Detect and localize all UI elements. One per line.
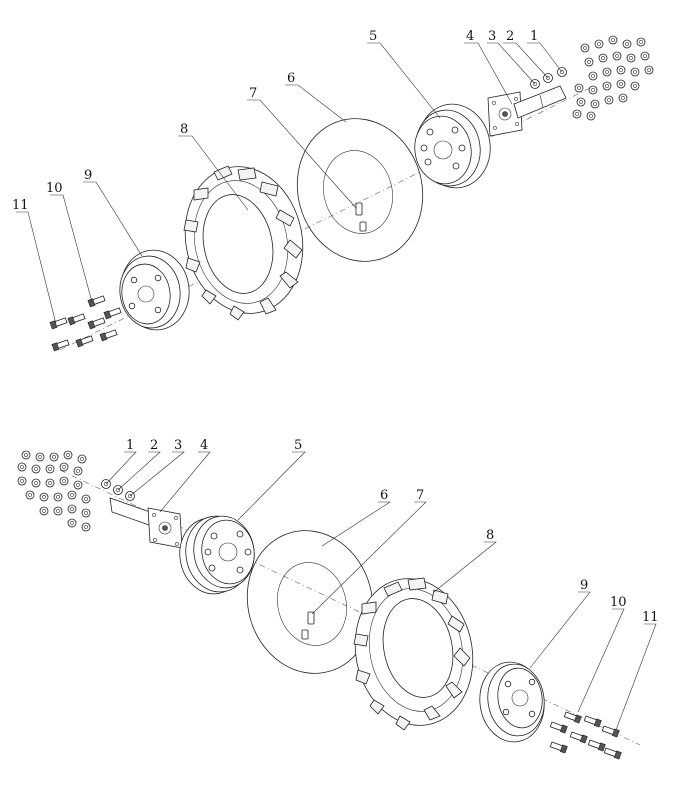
bottom-nut-array — [17, 450, 135, 532]
top-callout-11: 11 — [12, 198, 29, 213]
bottom-callout-5: 5 — [294, 438, 302, 453]
bottom-callout-1: 1 — [126, 438, 134, 453]
top-axis-line — [59, 87, 591, 351]
bottom-callout-6: 6 — [380, 488, 388, 503]
top-callout-9: 9 — [84, 168, 92, 183]
bottom-callout-7: 7 — [416, 488, 424, 503]
bottom-callout-8: 8 — [486, 528, 494, 543]
top-hub-flange — [487, 85, 567, 137]
bottom-callout-10: 10 — [610, 595, 627, 610]
bottom-inner-tube — [246, 530, 374, 674]
bottom-hub-flange — [109, 497, 183, 549]
top-callout-6: 6 — [287, 71, 295, 86]
bottom-tire — [353, 577, 474, 731]
top-inner-tube — [296, 118, 424, 262]
bottom-callout-4: 4 — [200, 438, 208, 453]
top-assembly: 1 2 3 4 5 6 7 8 9 10 11 — [12, 29, 654, 352]
top-bolts — [49, 295, 122, 352]
bottom-bolts — [549, 711, 622, 760]
bottom-callout-2: 2 — [150, 438, 158, 453]
top-callouts: 1 2 3 4 5 6 7 8 9 10 11 — [12, 29, 538, 213]
bottom-callouts: 1 2 3 4 5 6 7 8 9 10 11 — [126, 438, 659, 625]
top-valve — [355, 202, 367, 232]
top-tire — [183, 165, 304, 321]
top-callout-1: 1 — [530, 29, 538, 44]
bottom-callout-3: 3 — [174, 438, 182, 453]
top-callout-7: 7 — [249, 86, 257, 101]
top-rim-disc — [414, 103, 491, 189]
top-callout-10: 10 — [46, 181, 63, 196]
top-callout-8: 8 — [180, 122, 188, 137]
bottom-leaders — [105, 451, 657, 731]
top-callout-2: 2 — [506, 29, 514, 44]
top-leaders — [16, 42, 563, 325]
top-callout-3: 3 — [488, 29, 496, 44]
bottom-rim-half — [479, 661, 545, 743]
bottom-valve — [301, 611, 315, 640]
top-callout-5: 5 — [369, 29, 377, 44]
top-callout-4: 4 — [466, 29, 474, 44]
bottom-callout-11: 11 — [642, 610, 659, 625]
top-rim-half — [119, 249, 190, 331]
bottom-assembly: 1 2 3 4 5 6 7 8 9 10 11 — [17, 438, 659, 760]
top-nut-array — [530, 35, 654, 121]
bottom-callout-9: 9 — [580, 578, 588, 593]
bottom-rim-disc — [179, 515, 255, 595]
